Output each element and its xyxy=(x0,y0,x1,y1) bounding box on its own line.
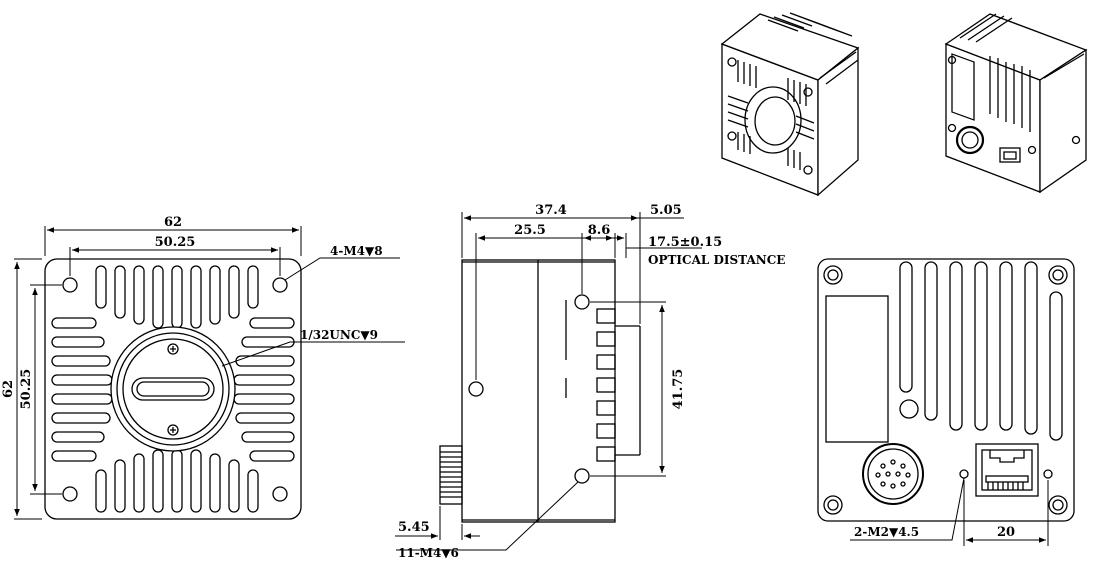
rear-round-connector xyxy=(862,443,924,505)
front-top-fins xyxy=(95,265,259,329)
iso-front-view xyxy=(720,12,860,197)
lens-screw-bottom xyxy=(167,424,179,436)
label-m2-holes: 2-M2▼4.5 xyxy=(854,525,919,539)
dim-hole-spacing-x: 50.25 xyxy=(155,235,196,250)
dim-flange: 5.05 xyxy=(650,203,682,218)
side-view-labels: 37.4 25.5 8.6 5.05 17.5±0.15 OPTICAL DIS… xyxy=(398,203,785,560)
iso-rear-view xyxy=(944,13,1088,194)
iso-rear-rj45 xyxy=(999,147,1021,163)
side-connector xyxy=(439,445,463,505)
lens-screw-top xyxy=(167,343,179,355)
rear-rj45-port xyxy=(975,443,1039,497)
rear-view-labels: 2-M2▼4.5 20 xyxy=(854,525,1015,540)
label-side-holes: 11-M4▼6 xyxy=(398,546,459,560)
lens-mount-outer xyxy=(110,326,236,452)
front-bottom-fins xyxy=(95,449,259,513)
mount-hole-tr xyxy=(272,277,288,293)
iso-front-top-fins xyxy=(767,12,853,37)
side-view-dimensions xyxy=(395,212,702,551)
dim-width: 62 xyxy=(164,215,182,230)
m2-hole-right xyxy=(1043,469,1053,479)
rear-led xyxy=(899,399,919,419)
dim-connector-spacing: 20 xyxy=(997,525,1015,540)
dim-overall-length: 37.4 xyxy=(535,203,567,218)
m2-hole-left xyxy=(959,469,969,479)
front-view-labels: 62 50.25 62 50.25 4-M4▼8 1/32UNC▼9 xyxy=(1,215,383,409)
mount-hole-tl xyxy=(62,277,78,293)
dim-connector-length: 5.45 xyxy=(398,520,430,535)
rear-view xyxy=(817,258,1075,522)
dim-fin-depth: 8.6 xyxy=(588,223,611,238)
iso-rear-face-fins xyxy=(989,56,1031,132)
front-view xyxy=(44,258,302,520)
label-lens-mount: 1/32UNC▼9 xyxy=(300,328,378,342)
side-hole-top xyxy=(574,294,590,310)
front-right-fins xyxy=(233,317,295,462)
iso-front-face-fins xyxy=(727,60,815,170)
label-optical-distance: OPTICAL DISTANCE xyxy=(648,253,785,267)
rear-corner-screws xyxy=(823,265,1068,515)
dim-side-hole-spacing: 41.75 xyxy=(671,369,686,410)
iso-front-lens-mount xyxy=(744,86,802,154)
front-view-outline xyxy=(44,258,302,520)
side-hole-bottom xyxy=(574,468,590,484)
rear-view-dimensions xyxy=(850,477,1049,546)
dim-body-length: 25.5 xyxy=(514,223,546,238)
front-view-dimensions xyxy=(14,226,405,520)
dim-hole-spacing-y: 50.25 xyxy=(19,369,34,410)
side-hole-left xyxy=(468,381,484,397)
side-view-fins xyxy=(596,308,641,462)
front-left-fins xyxy=(51,317,113,462)
rear-fins xyxy=(899,261,1063,441)
connector-pins xyxy=(875,459,911,489)
side-view xyxy=(439,259,641,523)
label-mount-holes: 4-M4▼8 xyxy=(330,244,383,258)
dim-optical-distance-value: 17.5±0.15 xyxy=(648,235,722,250)
iso-rear-round-connector xyxy=(955,125,985,155)
mount-hole-bl xyxy=(62,486,78,502)
dim-height: 62 xyxy=(1,380,16,398)
lens-mount-slot xyxy=(131,377,215,401)
rear-label-area xyxy=(825,295,889,443)
rear-view-outline xyxy=(817,258,1075,522)
mount-hole-br xyxy=(272,486,288,502)
